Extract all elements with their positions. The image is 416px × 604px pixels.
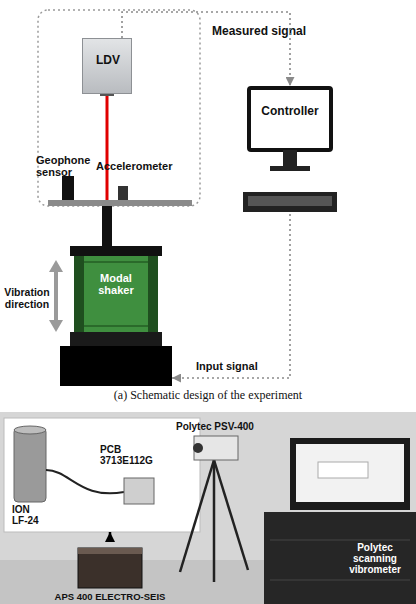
cart-detail (270, 540, 410, 541)
equipment-label: Polytec PSV-400 (176, 421, 286, 432)
vibration-arrow (54, 270, 58, 322)
sensor-name: Accelerometer (96, 160, 180, 172)
shaker-base (70, 332, 162, 346)
shaker-photo (78, 548, 142, 588)
ldv-box: LDV (82, 38, 132, 94)
axis-label: Vibration direction (0, 286, 54, 310)
equipment-label: Polytec scanning vibrometer (344, 542, 406, 575)
cart-detail (270, 580, 410, 581)
controller-computer: Controller (243, 86, 337, 214)
pc-monitor (290, 438, 410, 510)
scan-head (194, 436, 238, 460)
node-label: Modal shaker (86, 272, 146, 296)
sensor-cable (46, 470, 124, 493)
modal-shaker: Modal shaker (60, 246, 172, 386)
sensor-inset (4, 418, 200, 532)
vibration-arrow (49, 260, 63, 272)
shaker-photo: APS 400 ELECTRO-SEIS (35, 540, 185, 604)
figure-caption: (a) Schematic design of the experiment (0, 388, 416, 403)
pc-screen (296, 444, 404, 502)
laser-beam (106, 96, 109, 200)
shaker-stinger (102, 206, 112, 246)
tripod-leg (214, 460, 248, 570)
signal-connector (109, 532, 112, 540)
monitor-foot (270, 166, 310, 171)
shaker-photo (78, 548, 142, 554)
shaker-base (60, 346, 172, 386)
sensor-name: Geophone sensor (36, 154, 96, 178)
accelerometer-photo (124, 478, 154, 504)
sensor-photo-inset: ION LF-24 PCB 3713E112G (4, 418, 200, 532)
shaker-top (70, 246, 162, 256)
equipment-cart (264, 512, 416, 604)
node-label: LDV (83, 53, 133, 67)
keyboard-icon (243, 192, 337, 212)
monitor-stand (283, 150, 297, 168)
signal-connector (122, 12, 290, 86)
tripod-leg (180, 460, 214, 572)
shaker-detail (84, 261, 148, 263)
sensor-label: PCB 3713E112G (100, 444, 164, 466)
monitor-icon (249, 88, 331, 150)
shaker-detail (84, 325, 148, 327)
geophone-photo (14, 428, 46, 502)
signal-label: Measured signal (212, 24, 322, 38)
signal-label: Input signal (196, 360, 286, 372)
geophone-symbol (62, 176, 74, 200)
node-label: Controller (249, 104, 331, 118)
scan-lens (193, 443, 203, 453)
shaker-frame (74, 256, 84, 332)
geophone-photo (14, 426, 46, 434)
test-plate (48, 200, 192, 206)
vibration-arrow (49, 320, 63, 332)
shaker-frame (148, 256, 158, 332)
screen-window (318, 462, 368, 478)
shaker-body (84, 256, 148, 332)
signal-connector (172, 214, 290, 378)
equipment-label: APS 400 ELECTRO-SEIS (35, 591, 185, 602)
sensor-label: ION LF-24 (12, 504, 46, 526)
keyboard-keys (248, 196, 332, 206)
tripod-leg (213, 460, 216, 582)
accelerometer-symbol (118, 186, 128, 200)
photo-background (0, 412, 416, 604)
